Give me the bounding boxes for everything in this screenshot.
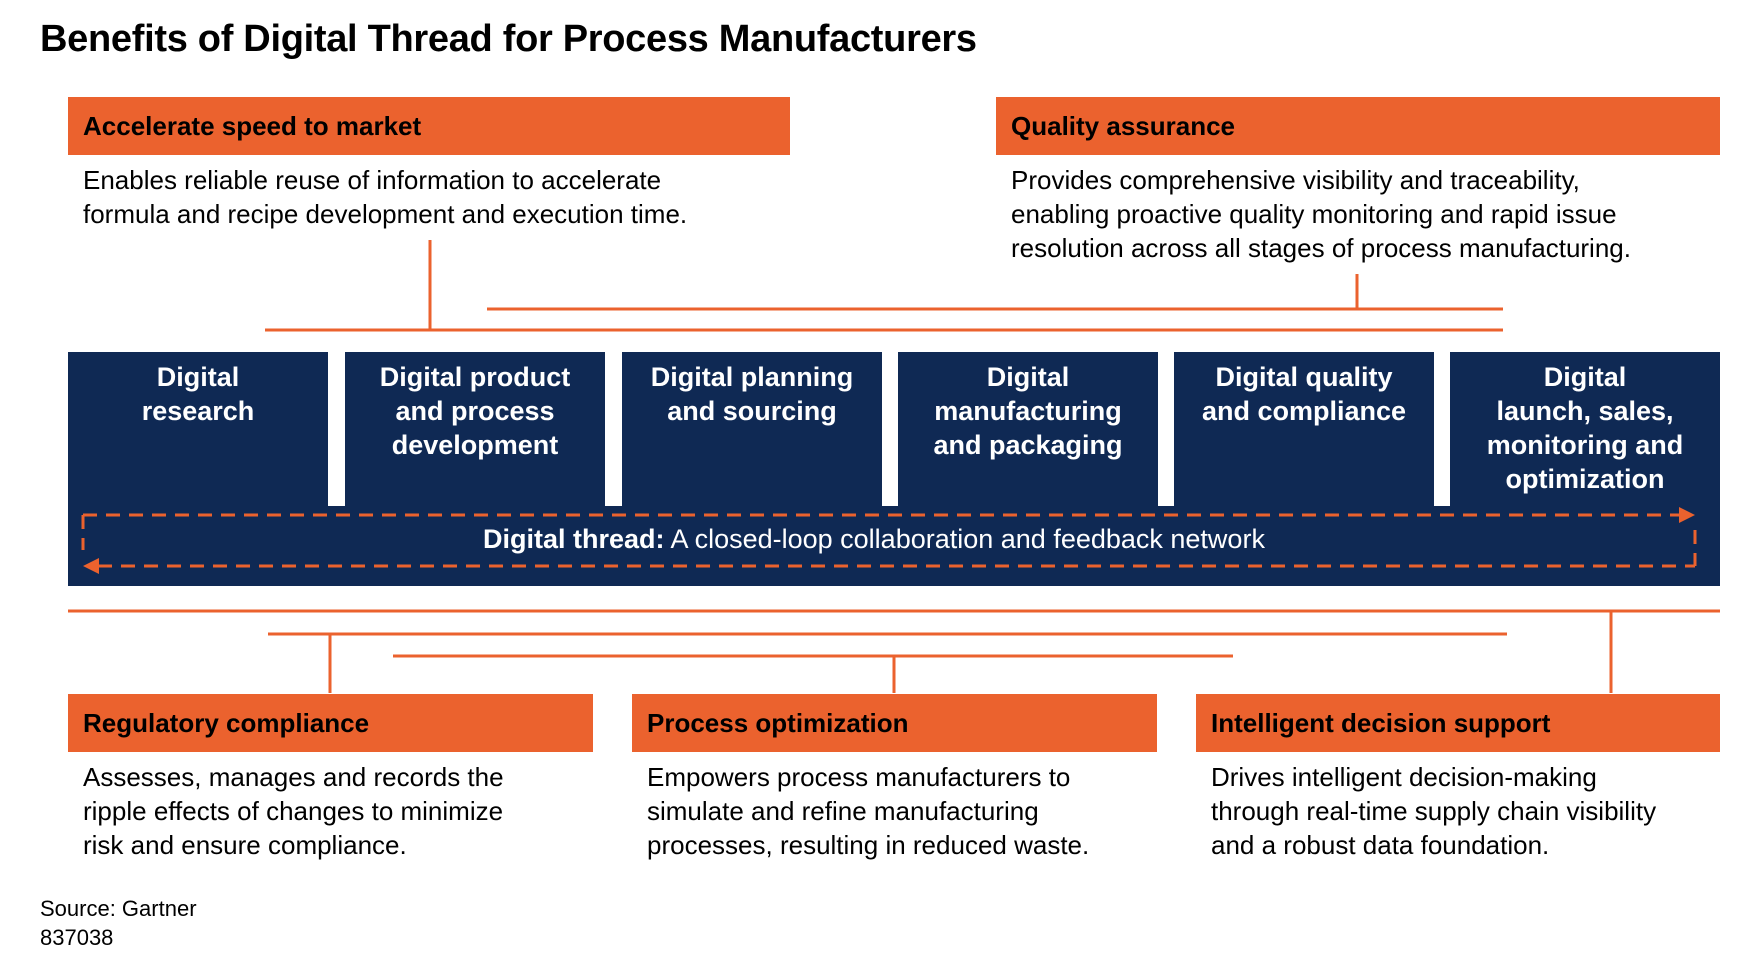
regulatory-compliance-description: Assesses, manages and records the ripple… [83, 762, 504, 860]
source-note: Source: Gartner 837038 [40, 894, 197, 952]
digital-thread-description: A closed-loop collaboration and feedback… [664, 524, 1265, 554]
process-optimization-description: Empowers process manufacturers to simula… [647, 762, 1090, 860]
digital-thread-band [68, 506, 1700, 586]
intelligent-decision-support-description: Drives intelligent decision-making throu… [1211, 762, 1657, 860]
digital-thread-caption: Digital thread: A closed-loop collaborat… [0, 522, 1748, 556]
process-optimization-header: Process optimization [632, 694, 1157, 752]
page-title: Benefits of Digital Thread for Process M… [40, 18, 977, 60]
speed-to-market-header: Accelerate speed to market [68, 97, 790, 155]
quality-assurance-description: Provides comprehensive visibility and tr… [1011, 165, 1631, 263]
thread-forward-arrowhead [1679, 507, 1695, 523]
figure-id: 837038 [40, 925, 114, 950]
regulatory-compliance-header: Regulatory compliance [68, 694, 593, 752]
intelligent-decision-support-header: Intelligent decision support [1196, 694, 1720, 752]
digital-thread-label: Digital thread: [483, 524, 665, 554]
quality-assurance-header: Quality assurance [996, 97, 1720, 155]
thread-return-arrowhead [83, 558, 99, 574]
speed-to-market-description: Enables reliable reuse of information to… [83, 165, 688, 229]
source-text: Source: Gartner [40, 896, 197, 921]
